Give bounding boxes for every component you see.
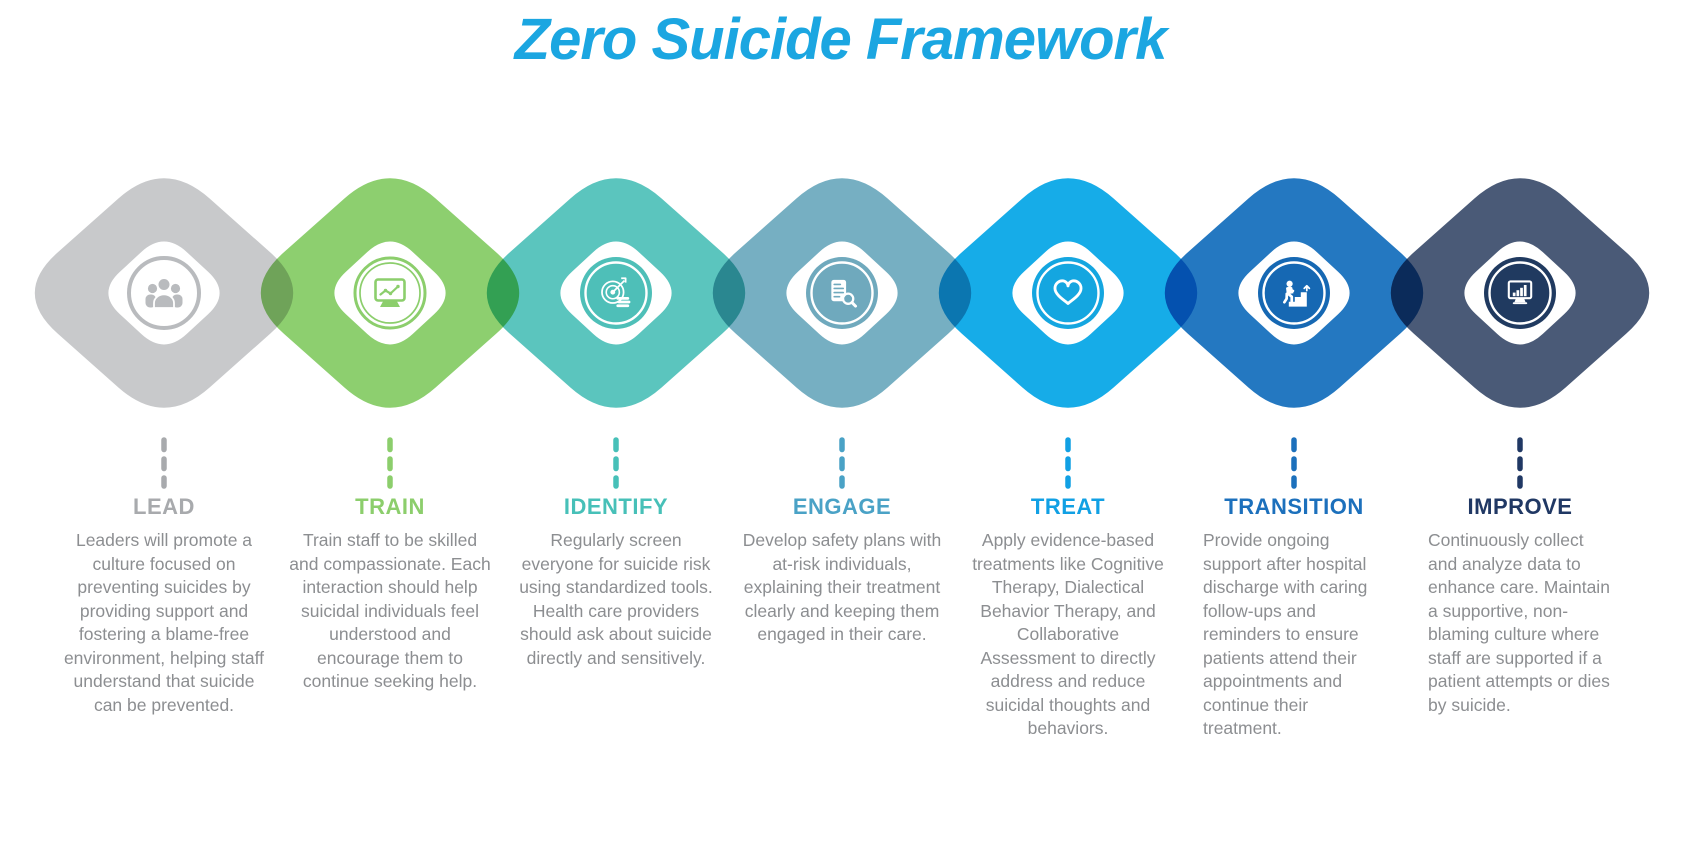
step-label: IDENTIFY <box>563 494 669 519</box>
diamond-shape-engage <box>712 178 972 408</box>
diamond-shape-transition <box>1164 178 1424 408</box>
document-search-icon <box>806 257 878 329</box>
diamond-shape-train <box>260 178 520 408</box>
diamond-shape-lead <box>34 178 294 408</box>
step-description: Continuously collect and analyze data to… <box>1428 530 1610 715</box>
step-label: LEAD <box>133 494 195 519</box>
step-column-treat: TREAT Apply evidence-based treatments lik… <box>969 494 1167 741</box>
monitor-bar-chart-icon <box>1484 257 1556 329</box>
step-description: Train staff to be skilled and compassion… <box>289 530 491 691</box>
target-dart-icon <box>580 257 652 329</box>
step-label: ENGAGE <box>792 494 892 519</box>
diamond-shape-improve <box>1390 178 1650 408</box>
step-label: TREAT <box>1030 494 1106 519</box>
step-descriptions-row: LEAD Leaders will promote a culture focus… <box>0 494 1681 834</box>
step-column-train: TRAIN Train staff to be skilled and compa… <box>286 494 494 694</box>
step-label: IMPROVE <box>1467 494 1573 519</box>
diamond-chain-graphic <box>34 178 1650 489</box>
people-group-icon <box>127 256 201 330</box>
step-column-lead: LEAD Leaders will promote a culture focus… <box>62 494 266 717</box>
step-description: Apply evidence-based treatments like Cog… <box>972 530 1164 738</box>
step-column-engage: ENGAGE Develop safety plans with at-risk … <box>739 494 945 647</box>
monitor-line-chart-icon <box>353 256 427 330</box>
diamond-shape-identify <box>486 178 746 408</box>
step-label: TRAIN <box>355 494 425 519</box>
step-label: TRANSITION <box>1224 494 1364 519</box>
diamond-shape-treat <box>938 178 1198 408</box>
step-column-identify: IDENTIFY Regularly screen everyone for su… <box>512 494 720 670</box>
step-description: Leaders will promote a culture focused o… <box>63 530 265 715</box>
page-title: Zero Suicide Framework <box>514 7 1168 72</box>
heart-icon <box>1032 257 1104 329</box>
step-description: Develop safety plans with at-risk indivi… <box>742 530 942 644</box>
person-climbing-stairs-icon <box>1258 257 1330 329</box>
step-description: Regularly screen everyone for suicide ri… <box>519 530 713 668</box>
step-description: Provide ongoing support after hospital d… <box>1203 530 1368 738</box>
step-column-improve: IMPROVE Continuously collect and analyze … <box>1428 494 1612 717</box>
step-column-transition: TRANSITION Provide ongoing support after … <box>1203 494 1385 741</box>
